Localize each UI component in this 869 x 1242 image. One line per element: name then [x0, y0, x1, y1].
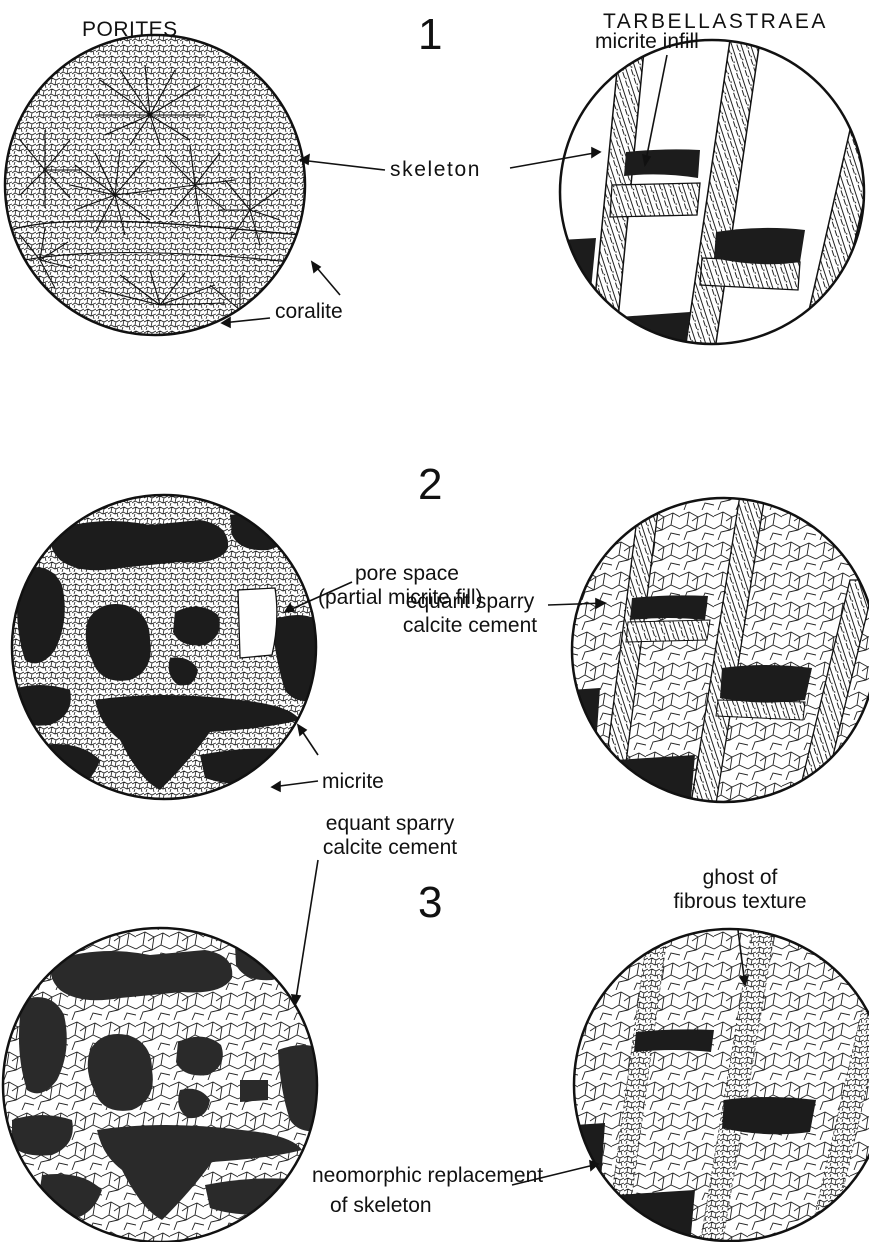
neomorphic-replacement-label: neomorphic replacement	[312, 1164, 543, 1188]
pore-space-label: pore space	[355, 562, 459, 586]
micrite-infill-label: micrite infill	[595, 30, 699, 54]
tarbellastraea-stage-1-circle	[555, 35, 869, 360]
tarbellastraea-stage-2-circle	[565, 490, 869, 810]
tarbellastraea-stage-3-circle	[570, 925, 869, 1242]
coralite-label: coralite	[275, 300, 343, 324]
stage-2-number: 2	[418, 460, 442, 511]
stage-1-number: 1	[418, 10, 442, 61]
stage-3-number: 3	[418, 878, 442, 929]
of-skeleton-label: of skeleton	[330, 1194, 432, 1218]
sparry-cement-label-stage-3-line-1: equant sparry	[300, 812, 480, 836]
micrite-label: micrite	[322, 770, 384, 794]
sparry-cement-label-stage-2-line-2: calcite cement	[380, 614, 560, 638]
sparry-cement-label-stage-3-line-2: calcite cement	[300, 836, 480, 860]
porites-stage-1-circle	[0, 30, 310, 340]
skeleton-label: skeleton	[390, 158, 481, 182]
ghost-fibrous-texture-line-2: fibrous texture	[645, 890, 835, 914]
pore-space-void	[238, 588, 277, 658]
sparry-cement-label-stage-2-line-1: equant sparry	[380, 590, 560, 614]
ghost-fibrous-texture-line-1: ghost of	[645, 866, 835, 890]
porites-stage-3-circle	[0, 925, 330, 1242]
sparry-cement-label-stage-2: equant sparry calcite cement	[380, 590, 560, 638]
ghost-fibrous-texture-label: ghost of fibrous texture	[645, 866, 835, 914]
sparry-cement-label-stage-3: equant sparry calcite cement	[300, 812, 480, 860]
porites-stage-2-circle	[0, 490, 330, 810]
porites-header: PORITES	[82, 18, 178, 42]
